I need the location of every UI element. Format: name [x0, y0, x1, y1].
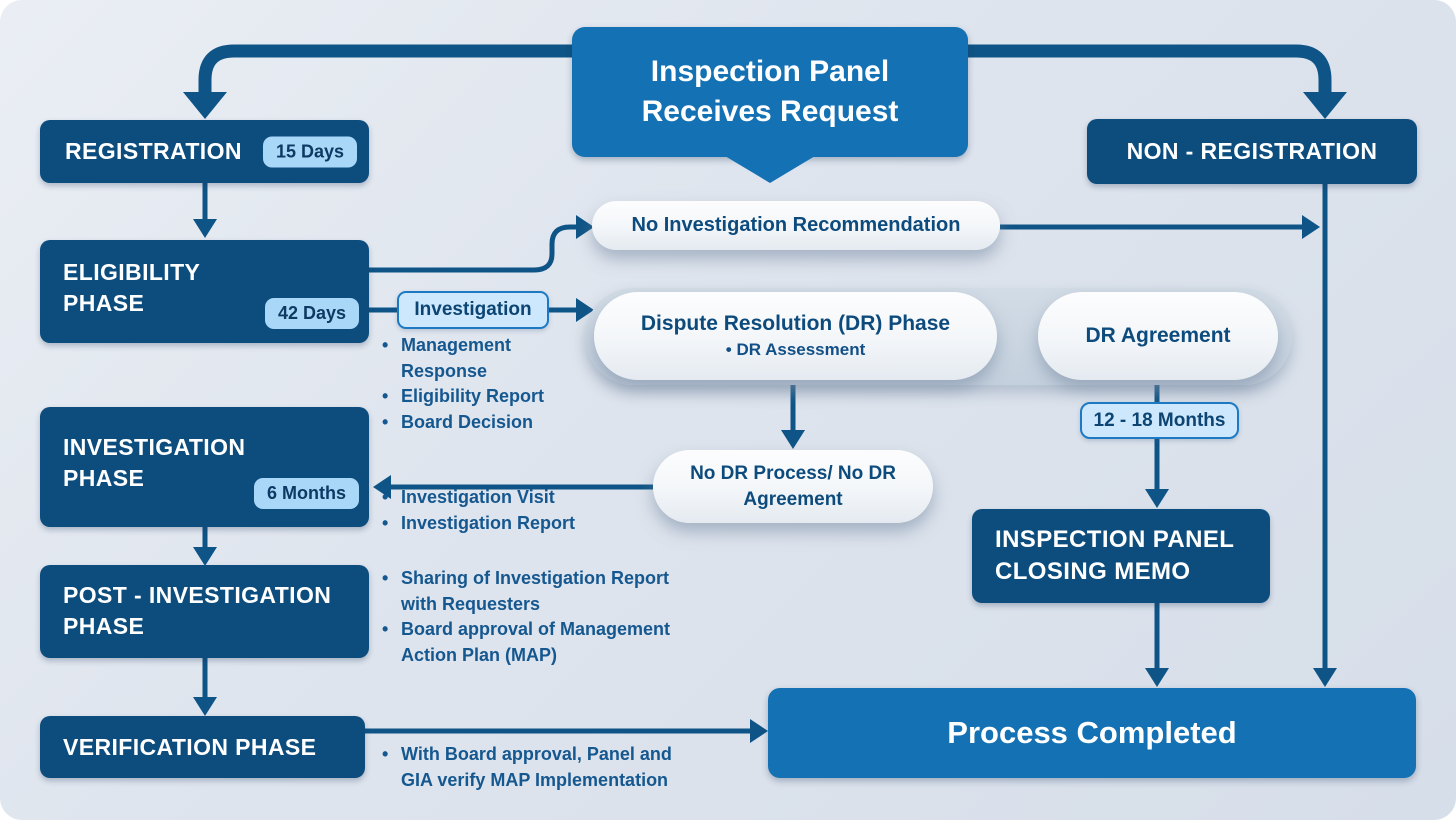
- closing-memo-label: INSPECTION PANEL CLOSING MEMO: [995, 526, 1234, 585]
- dr-assessment-label: DR Assessment: [736, 340, 866, 359]
- eligibility-bullets: Management Response Eligibility Report B…: [380, 333, 565, 435]
- dr-agreement-duration-badge: 12 - 18 Months: [1080, 402, 1239, 439]
- investigation-branch-badge: Investigation: [397, 291, 549, 329]
- no-investigation-pill: No Investigation Recommendation: [592, 201, 1000, 250]
- dr-assessment-bullet: DR Assessment: [726, 340, 866, 360]
- eligibility-duration-badge: 42 Days: [264, 298, 359, 329]
- bullet-item: Board Decision: [380, 410, 565, 436]
- bullet-item: Management Response: [380, 333, 565, 384]
- bullet-item: Investigation Report: [380, 511, 610, 537]
- verification-label: VERIFICATION PHASE: [63, 733, 317, 760]
- investigation-label: INVESTIGATION PHASE: [63, 434, 246, 491]
- dr-phase-pill: Dispute Resolution (DR) Phase DR Assessm…: [594, 292, 997, 380]
- post-investigation-label: POST - INVESTIGATION PHASE: [63, 582, 332, 639]
- arrow-eligibility-to-no-investigation: [369, 224, 577, 273]
- bullet-item: Investigation Visit: [380, 485, 610, 511]
- investigation-bullets: Investigation Visit Investigation Report: [380, 485, 610, 536]
- no-dr-label: No DR Process/ No DR Agreement: [690, 462, 896, 510]
- post-investigation-bullets: Sharing of Investigation Report with Req…: [380, 566, 680, 668]
- closing-memo-box: INSPECTION PANEL CLOSING MEMO: [972, 509, 1270, 603]
- eligibility-box: ELIGIBILITY PHASE 42 Days: [40, 240, 369, 343]
- bullet-item: With Board approval, Panel and GIA verif…: [380, 742, 675, 793]
- top-banner: Inspection Panel Receives Request: [572, 27, 968, 183]
- eligibility-label: ELIGIBILITY PHASE: [63, 259, 200, 316]
- dr-agreement-label: DR Agreement: [1085, 324, 1231, 347]
- registration-box: REGISTRATION 15 Days: [40, 120, 369, 183]
- bullet-item: Board approval of Management Action Plan…: [380, 617, 680, 668]
- verification-bullets: With Board approval, Panel and GIA verif…: [380, 742, 675, 793]
- registration-label: REGISTRATION: [65, 138, 242, 164]
- dr-agreement-pill: DR Agreement: [1038, 292, 1278, 380]
- process-completed-label: Process Completed: [947, 715, 1237, 750]
- non-registration-label: NON - REGISTRATION: [1126, 138, 1378, 164]
- process-completed-box: Process Completed: [768, 688, 1416, 778]
- investigation-duration-badge: 6 Months: [254, 478, 359, 509]
- verification-box: VERIFICATION PHASE: [40, 716, 365, 778]
- no-investigation-label: No Investigation Recommendation: [631, 214, 961, 236]
- bullet-item: Eligibility Report: [380, 384, 565, 410]
- investigation-box: INVESTIGATION PHASE 6 Months: [40, 407, 369, 527]
- post-investigation-box: POST - INVESTIGATION PHASE: [40, 565, 369, 658]
- no-dr-pill: No DR Process/ No DR Agreement: [653, 450, 933, 523]
- registration-duration-badge: 15 Days: [262, 136, 357, 167]
- dr-phase-title: Dispute Resolution (DR) Phase: [640, 312, 951, 335]
- non-registration-box: NON - REGISTRATION: [1087, 119, 1417, 184]
- top-banner-title: Inspection Panel Receives Request: [641, 55, 899, 128]
- banner-pointer-icon: [725, 156, 815, 183]
- bullet-item: Sharing of Investigation Report with Req…: [380, 566, 680, 617]
